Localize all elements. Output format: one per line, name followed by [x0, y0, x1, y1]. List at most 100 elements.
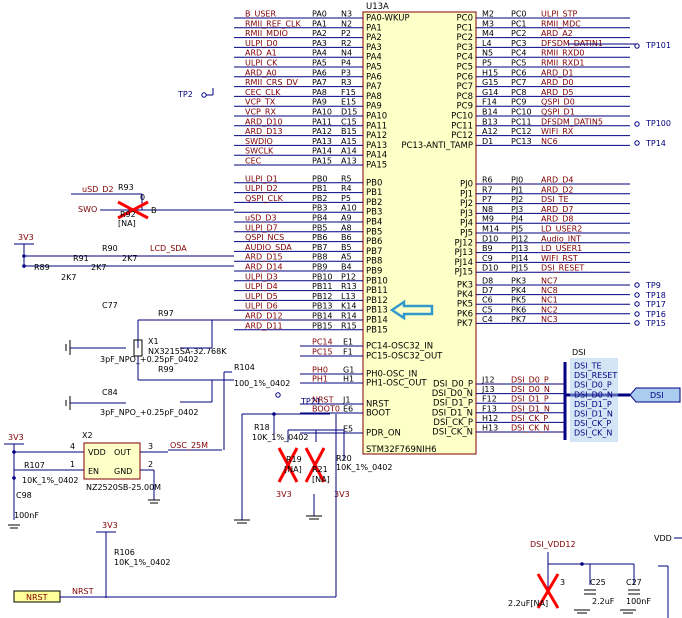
r20-value: 10K_1%_0402 [336, 463, 392, 472]
x1-ref: X1 [148, 337, 159, 346]
lcd-sda-net: LCD_SDA [150, 244, 187, 253]
right-pin-net: RMII_RXD1 [541, 59, 584, 68]
r21-value: [NA] [312, 475, 330, 484]
right-pin-net: ARD_D8 [541, 215, 573, 224]
right-pin-net: RMII_RXD0 [541, 49, 584, 58]
tp15-label: TP15 [645, 319, 666, 328]
r19-ref: R19 [286, 455, 302, 464]
right-pin-number: L4 [482, 39, 492, 48]
left-pin-port: PB1 [312, 184, 327, 193]
ic-right-pin-name: PC10 [451, 112, 473, 122]
dsi-bus-group: DSI DSI_TEDSI_RESETDSI_D0_PDSI_D0_NDSI_D… [563, 348, 681, 442]
left-pin-net: ARD_D14 [245, 263, 283, 272]
right-pin-port: PK7 [511, 315, 526, 324]
left-pin-net: ARD_D10 [245, 117, 283, 126]
dsi-pin-number: F12 [482, 395, 497, 404]
r99-ref: R99 [158, 365, 174, 374]
right-pin-port: PC4 [511, 49, 527, 58]
tp9-marker[interactable] [634, 282, 640, 288]
r21-ref: R21 [312, 465, 328, 474]
ic-left-pin-name: PA6 [366, 72, 382, 82]
left-pin-number: B5 [341, 243, 352, 252]
ic-left-pin-name: PB15 [366, 325, 388, 335]
ic-right-pin-name: PJ2 [460, 199, 473, 209]
left-pin-number: P5 [341, 194, 351, 203]
x2-body[interactable] [83, 442, 141, 480]
left-pin-port: PA7 [312, 78, 327, 87]
right-pin-port: PJ0 [511, 176, 523, 185]
dsi-port[interactable] [629, 387, 681, 403]
tp15-marker[interactable] [634, 320, 640, 326]
tp101-marker[interactable] [634, 43, 640, 49]
right-pin-net: DFSDM_DATIN5 [541, 117, 603, 126]
left-pin-net: AUDIO_SDA [245, 243, 292, 252]
right-pin-port: PJ1 [511, 185, 523, 194]
right-pin-number: M14 [482, 225, 499, 234]
r89-value: 2K7 [61, 273, 76, 282]
tp17-marker[interactable] [634, 301, 640, 307]
left-pin-number: B15 [341, 127, 357, 136]
ic-lower-pin-name: PC15-OSC32_OUT [366, 352, 443, 362]
ic-right-pin-name: PJ3 [460, 209, 473, 219]
left-pin-number: P4 [341, 59, 351, 68]
left-pin-number: N3 [341, 10, 352, 19]
left-pin-port: PA5 [312, 59, 327, 68]
c98-ref: C98 [16, 491, 32, 500]
left-pin-net: QSPI_CLK [245, 194, 284, 203]
left-pin-port: PA0 [312, 10, 327, 19]
ic-left-pin-name: PB0 [366, 178, 382, 188]
swo-group: uSD_D2 R93 0 SWO R92 [NA] B [71, 183, 234, 228]
ic-right-pin-name: PJ12 [455, 238, 473, 248]
left-pin-number: R2 [341, 39, 352, 48]
x2-vcc: 3V3 [8, 433, 24, 442]
right-pin-port: PC10 [511, 108, 532, 117]
ic-right-pin-name: PJ1 [460, 189, 473, 199]
right-pin-port: PC3 [511, 39, 527, 48]
left-pin-net: ARD_A0 [245, 68, 277, 77]
left-pin-port: PA11 [312, 117, 332, 126]
ic-right-pin-name: PJ4 [460, 219, 473, 229]
r107-ref: R107 [24, 461, 45, 470]
tp21-label: TP21 [300, 397, 321, 406]
right-pin-net: ARD_D5 [541, 88, 573, 97]
tp100-label: TP100 [645, 119, 671, 128]
ic-body[interactable] [362, 11, 477, 455]
tp100-marker[interactable] [634, 121, 640, 127]
c84-ref: C84 [102, 388, 118, 397]
ic-part: STM32F769NIH6 [366, 445, 437, 455]
pullup-group: 3V3 R90 2K7 LCD_SDA R91 2K7 R89 2K7 [14, 233, 234, 282]
right-pin-number: D10 [482, 234, 498, 243]
x2-gnd: GND [114, 467, 132, 476]
tp18-marker[interactable] [634, 292, 640, 298]
dsi-bus-title: DSI [572, 348, 586, 357]
right-pin-port: PK6 [511, 305, 526, 314]
left-pin-net: ULPI_D7 [245, 223, 278, 232]
hse-group: R104 100_1%_0402 OSC_25M [168, 363, 290, 451]
right-pin-port: PJ4 [511, 215, 523, 224]
c23-nofit-b [536, 573, 560, 609]
left-pin-number: B6 [341, 233, 352, 242]
ic-right-pin-name: PJ5 [460, 229, 473, 239]
left-pin-net: uSD_D3 [245, 214, 277, 223]
left-pin-port: PA10 [312, 108, 332, 117]
c23-value: 2.2uF[NA] [508, 599, 548, 608]
right-pin-net: LD_USER2 [541, 225, 582, 234]
ic-left-pin-name: PA11 [366, 121, 387, 131]
tp14-marker[interactable] [634, 140, 640, 146]
ic-left-pin-name: PA7 [366, 82, 382, 92]
tp2-marker[interactable] [201, 92, 207, 98]
left-pin-number: B4 [341, 263, 352, 272]
r91-value: 2K7 [91, 263, 106, 272]
ic-right-pin-name: PJ15 [455, 268, 473, 278]
lower-pin-number: E1 [343, 338, 353, 347]
right-pin-net: NC7 [541, 277, 558, 286]
tp16-marker[interactable] [634, 311, 640, 317]
left-pin-port: PB11 [312, 282, 333, 291]
ic-right-pin-name: PC7 [457, 82, 473, 92]
left-pin-number: P3 [341, 68, 351, 77]
right-pin-number: M3 [482, 19, 494, 28]
dsi-pin-net: DSI_CK_P [511, 414, 548, 423]
left-pin-number: R4 [341, 184, 352, 193]
tp21-marker[interactable] [275, 392, 281, 398]
